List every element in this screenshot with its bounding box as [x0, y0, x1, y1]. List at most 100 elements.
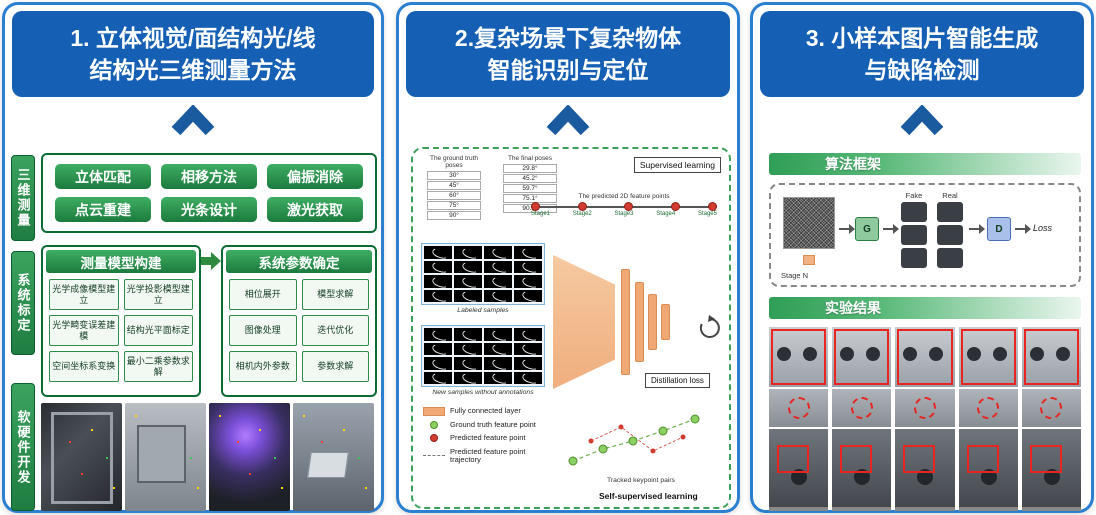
pose-value: 75° — [427, 201, 481, 211]
panel2-title-line2: 智能识别与定位 — [487, 57, 649, 83]
defect-image-bottom — [895, 429, 955, 507]
system-parameters-box: 系统参数确定 相位展开 模型求解 图像处理 迭代优化 相机内外参数 参数求解 — [221, 245, 377, 397]
distillation-loss-label: Distillation loss — [645, 373, 710, 388]
model-box-items: 光学成像模型建立 光学投影模型建立 光学畸变误差建模 结构光平面标定 空间坐标系… — [43, 276, 199, 388]
stage-n-label: Stage N — [781, 271, 809, 280]
final-pose-column: The final poses 29.8° 45.2° 59.7° 75.1° … — [497, 155, 563, 221]
stage-label: Stage1 — [531, 211, 551, 217]
experiment-column — [958, 327, 1018, 511]
param-item: 图像处理 — [229, 315, 297, 346]
sample-tile — [484, 342, 512, 355]
model-item: 空间坐标系变换 — [49, 351, 119, 382]
dashed-line-icon — [423, 455, 445, 457]
defect-image-mid — [958, 389, 1018, 429]
legend-label: Predicted feature point — [450, 433, 526, 443]
param-item: 迭代优化 — [301, 315, 369, 346]
legend-row: Predicted feature point trajectory — [423, 447, 557, 465]
right-arrow-icon — [839, 224, 855, 234]
sample-tile — [514, 289, 542, 302]
track-line — [531, 202, 717, 211]
real-label: Real — [942, 191, 958, 200]
red-dot-icon — [531, 202, 540, 211]
model-item: 结构光平面标定 — [123, 315, 193, 346]
stage-label: Stage4 — [656, 211, 676, 217]
sample-tile — [454, 260, 482, 273]
right-arrow-icon — [969, 224, 985, 234]
panel1-title-line2: 结构光三维测量方法 — [89, 57, 297, 83]
panel2-title-line1: 2.复杂场景下复杂物体 — [454, 24, 682, 51]
model-item: 光学投影模型建立 — [123, 279, 193, 310]
red-dot-icon — [708, 202, 717, 211]
unlabeled-samples-caption: New samples without annotations — [432, 389, 534, 396]
red-dot-icon — [624, 202, 633, 211]
photo-lab-bench — [125, 403, 206, 511]
sample-bar — [937, 225, 963, 245]
defect-image-mid — [832, 389, 892, 429]
sample-tile — [424, 275, 452, 288]
noise-image — [783, 197, 835, 249]
experiment-column — [832, 327, 892, 511]
fake-label: Fake — [905, 191, 923, 200]
latent-chip-icon — [803, 255, 815, 265]
trajectory-caption: Tracked keypoint pairs — [606, 477, 676, 484]
sample-tile — [424, 289, 452, 302]
experiment-column — [1021, 327, 1082, 511]
defect-image-bottom — [1021, 429, 1082, 507]
method-polarization: 偏振消除 — [267, 164, 363, 189]
sidebar-tab-software-hardware: 软硬件开发 — [11, 383, 35, 511]
self-supervised-learning-label: Self-supervised learning — [599, 491, 698, 501]
defect-image-top — [832, 327, 892, 389]
defect-image-top — [958, 327, 1018, 389]
sample-tile — [424, 260, 452, 273]
sample-tile — [454, 371, 482, 384]
sample-tile — [424, 342, 452, 355]
defect-image-top — [895, 327, 955, 389]
param-item: 相机内外参数 — [229, 351, 297, 382]
defect-image-bottom — [769, 429, 829, 507]
experiment-column — [769, 327, 829, 511]
pose-value: 30° — [427, 171, 481, 181]
defect-image-mid — [1021, 389, 1082, 429]
sample-tile — [454, 357, 482, 370]
red-dot-icon — [670, 202, 680, 211]
sidebar-tab-calibration: 系统标定 — [11, 251, 35, 355]
panel1-title-line1: 1. 立体视觉/面结构光/线 — [70, 24, 316, 51]
sample-tile — [514, 328, 542, 341]
real-samples-column: Real — [935, 191, 965, 271]
stage-label: Stage2 — [572, 211, 592, 217]
right-arrow-icon — [1015, 224, 1031, 234]
sample-tile — [424, 357, 452, 370]
sample-tile — [514, 357, 542, 370]
param-item: 相位展开 — [229, 279, 297, 310]
stage-labels: Stage1 Stage2 Stage3 Stage4 Stage5 — [531, 211, 717, 217]
sample-tile — [484, 275, 512, 288]
panel3-title-line1: 3. 小样本图片智能生成 — [805, 24, 1039, 51]
sample-tile — [424, 328, 452, 341]
fc-layer-bar — [621, 269, 630, 375]
fc-layer-bar — [648, 294, 657, 350]
pose-value: 45.2° — [503, 174, 557, 184]
legend-label: Ground truth feature point — [450, 420, 536, 429]
experiment-column — [895, 327, 955, 511]
sample-tile — [484, 357, 512, 370]
method-stereo-matching: 立体匹配 — [55, 164, 151, 189]
legend-row: Predicted feature point — [423, 433, 557, 443]
panel-3d-measurement: 1. 立体视觉/面结构光/线 结构光三维测量方法 三维测量 系统标定 软硬件开发… — [2, 2, 384, 513]
sample-bar — [901, 248, 927, 268]
panel3-title-line2: 与缺陷检测 — [864, 57, 980, 83]
stage-label: Stage5 — [697, 211, 717, 217]
sample-tile — [454, 289, 482, 302]
ground-truth-poses-label: The ground truth poses — [429, 155, 479, 170]
fully-connected-swatch-icon — [423, 407, 445, 416]
dots-caption: The predicted 2D feature points — [578, 193, 670, 200]
model-construction-box: 测量模型构建 光学成像模型建立 光学投影模型建立 光学畸变误差建模 结构光平面标… — [41, 245, 201, 397]
cycle-arrows-icon — [699, 315, 720, 338]
annotation-specks — [135, 415, 137, 417]
defect-image-top — [1021, 327, 1082, 389]
legend-label: Fully connected layer — [450, 406, 521, 416]
experiment-image-strip — [769, 327, 1082, 511]
panel2-title: 2.复杂场景下复杂物体 智能识别与定位 — [406, 11, 730, 97]
discriminator-box: D — [987, 217, 1011, 241]
model-item: 光学畸变误差建模 — [49, 315, 119, 346]
